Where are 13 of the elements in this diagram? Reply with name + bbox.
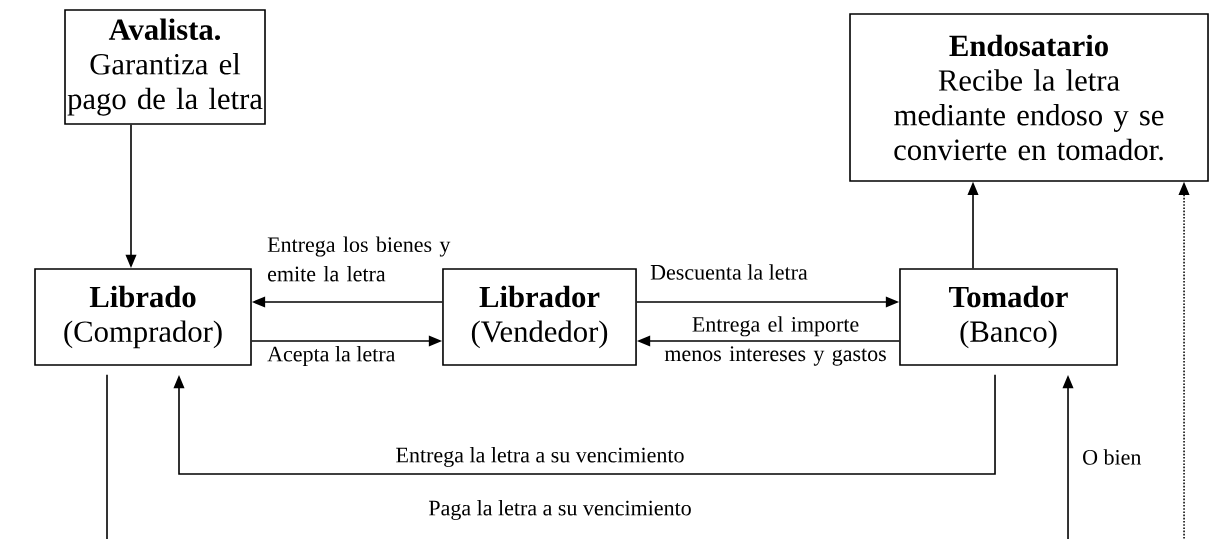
text-box: Librador (Vendedor)	[442, 268, 637, 366]
text-box: Tomador (Banco)	[899, 268, 1118, 366]
edge-label: Acepta la letra	[267, 346, 396, 366]
edge-label: Entrega el importe menos intereses y gastos	[664, 316, 886, 366]
edge-label: Descuenta la letra	[650, 264, 808, 280]
text-box: Endosatario Recibe la letra mediante endoso y se convierte en tomador.	[849, 13, 1209, 182]
edge-label: Entrega la letra a su vencimiento	[396, 447, 684, 467]
arrow	[106, 374, 1074, 539]
note-label: O bien	[1083, 449, 1142, 465]
arrow	[173, 374, 996, 475]
text-box: Librado (Comprador)	[34, 268, 252, 366]
text-box: Avalista. Garantiza el pago de la letra	[64, 9, 266, 125]
edge-label: Paga la letra a su vencimiento	[429, 500, 691, 520]
